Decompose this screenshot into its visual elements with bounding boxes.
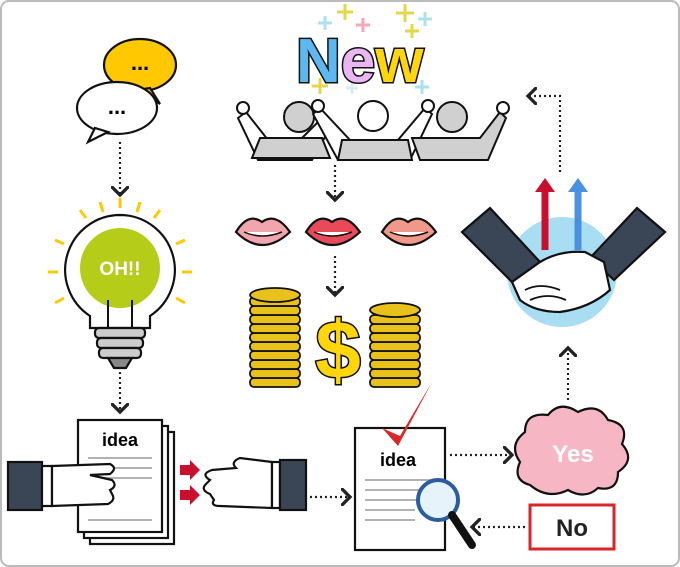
speech-bubbles-icon: ... ... (75, 37, 178, 145)
lips-icon (234, 217, 438, 246)
coin (249, 368, 301, 379)
arrow-handshake-to-new (528, 96, 562, 172)
dollar-icon: $ (315, 305, 361, 396)
yes-cloud: Yes (513, 405, 630, 496)
coin (369, 368, 421, 379)
left-hand-icon (6, 460, 116, 512)
coin (369, 332, 421, 343)
people-cheering-icon (236, 99, 510, 161)
coin (249, 359, 301, 370)
coin-stack-left-icon (249, 287, 301, 388)
no-box: No (528, 503, 616, 551)
coin-top (249, 287, 301, 303)
yes-label: Yes (552, 441, 593, 468)
handshake-icon (460, 178, 667, 327)
document-stack-icon: idea (76, 418, 176, 546)
coin (369, 341, 421, 352)
light-bulb-icon: OH!! (48, 198, 192, 370)
new-title-letter: N (296, 27, 341, 96)
idea-stack-text: idea (102, 430, 139, 450)
coin (249, 314, 301, 325)
sparkles-icon (312, 4, 432, 94)
red-arrows-icon (180, 460, 200, 505)
person-right (410, 101, 510, 161)
coin (249, 341, 301, 352)
right-hand-icon (202, 456, 308, 512)
coin (249, 305, 301, 316)
coin-stack-right-icon (369, 302, 421, 388)
bulb-text: OH!! (99, 259, 140, 280)
coin (369, 377, 421, 388)
new-title-letter: w (374, 27, 424, 96)
coin (249, 332, 301, 343)
coin (249, 323, 301, 334)
coin (249, 350, 301, 361)
new-title-letter: e (341, 27, 375, 96)
no-label: No (556, 515, 588, 542)
coin (369, 350, 421, 361)
magnifier-icon (416, 478, 476, 549)
coin-top (369, 302, 421, 318)
bubble-white-text: ... (108, 94, 126, 119)
person-center (311, 99, 435, 161)
bubble-yellow-text: ... (131, 50, 149, 75)
idea-doc-text: idea (380, 450, 417, 470)
new-title: New (296, 27, 424, 96)
coin (369, 323, 421, 334)
coin (249, 377, 301, 388)
coin (369, 359, 421, 370)
